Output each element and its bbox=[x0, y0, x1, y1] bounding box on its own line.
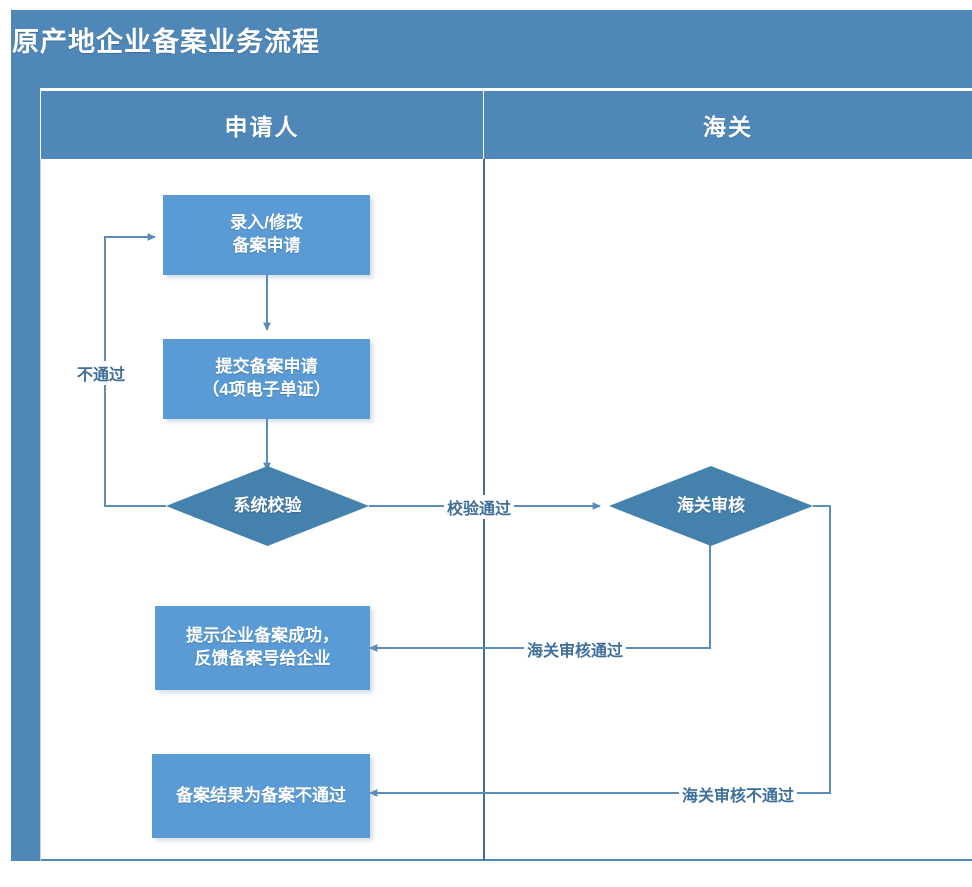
page-title: 原产地企业备案业务流程 bbox=[12, 27, 320, 57]
node-system-check[interactable]: 系统校验 bbox=[166, 466, 369, 546]
swimlane-body-left-edge bbox=[40, 159, 41, 861]
lane-header-applicant: 申请人 bbox=[41, 91, 483, 159]
lane-header-customs: 海关 bbox=[484, 91, 972, 159]
edge-label-review-fail: 海关审核不通过 bbox=[679, 782, 798, 806]
swimlane-left-band bbox=[11, 88, 40, 861]
node-success-line2: 反馈备案号给企业 bbox=[194, 649, 331, 668]
node-system-check-label: 系统校验 bbox=[233, 495, 302, 515]
title-bar bbox=[11, 10, 972, 88]
node-customs-review-label: 海关审核 bbox=[677, 495, 745, 515]
node-customs-review[interactable]: 海关审核 bbox=[609, 466, 813, 546]
node-entry-line1: 录入/修改 bbox=[230, 213, 303, 233]
edge-label-review-pass: 海关审核通过 bbox=[524, 637, 627, 661]
node-rejected-label: 备案结果为备案不通过 bbox=[176, 785, 346, 805]
node-entry-modify-application[interactable]: 录入/修改 备案申请 bbox=[163, 195, 370, 275]
node-record-success[interactable]: 提示企业备案成功， 反馈备案号给企业 bbox=[155, 606, 370, 690]
lane-label-customs: 海关 bbox=[703, 114, 753, 140]
node-submit-application[interactable]: 提交备案申请 （4项电子单证） bbox=[163, 339, 370, 419]
node-submit-line1: 提交备案申请 bbox=[215, 357, 318, 377]
node-entry-line2: 备案申请 bbox=[232, 236, 301, 255]
node-submit-line2: （4项电子单证） bbox=[202, 380, 331, 399]
node-record-rejected[interactable]: 备案结果为备案不通过 bbox=[152, 754, 370, 838]
edge-label-check-pass: 校验通过 bbox=[444, 495, 515, 519]
edge-label-check-fail: 不通过 bbox=[74, 361, 129, 385]
lane-label-applicant: 申请人 bbox=[224, 114, 300, 140]
node-success-line1: 提示企业备案成功， bbox=[186, 626, 339, 646]
